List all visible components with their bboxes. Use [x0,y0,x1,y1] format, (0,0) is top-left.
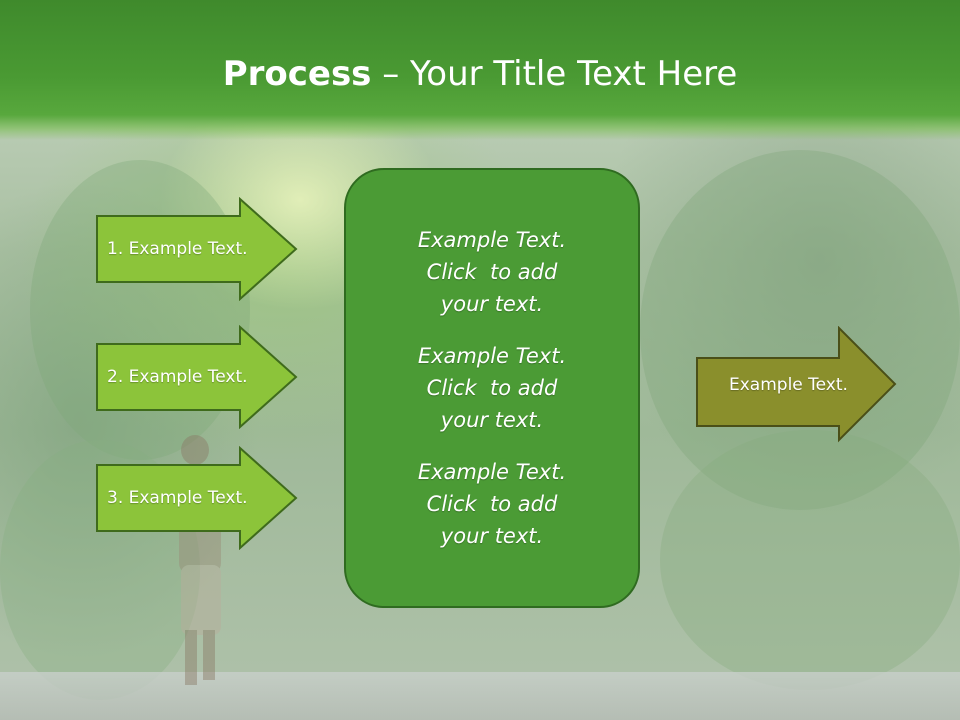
center-line: Example Text. [417,228,567,252]
arrow-shape [96,325,298,429]
center-line: your text. [440,292,544,316]
slide-title: Process – Your Title Text Here [0,52,960,96]
step-arrow-1: 1. Example Text. [95,197,300,301]
center-line: your text. [440,408,544,432]
step-arrow-3: 3. Example Text. [95,446,300,550]
background-foliage [640,150,960,510]
step-label-2: 2. Example Text. [107,367,248,387]
background-foliage [660,430,960,690]
arrow-shape [96,446,298,550]
title-strong: Process [222,54,372,94]
step-arrow-2: 2. Example Text. [95,325,300,429]
center-text-box: Example Text. Click to add your text. Ex… [344,168,640,608]
output-arrow: Example Text. [695,326,899,444]
center-line: Example Text. [417,460,567,484]
title-rest: – Your Title Text Here [371,54,738,94]
center-text-block-2: Example Text. Click to add your text. [418,340,566,436]
center-text-block-3: Example Text. Click to add your text. [418,456,566,552]
center-line: Click to add [426,492,558,516]
arrow-shape [696,326,897,443]
center-line: your text. [440,524,544,548]
step-label-3: 3. Example Text. [107,488,248,508]
header-band [0,0,960,140]
step-label-1: 1. Example Text. [107,239,248,259]
center-line: Click to add [426,260,558,284]
center-line: Example Text. [417,344,567,368]
center-text-block-1: Example Text. Click to add your text. [418,224,566,320]
arrow-shape [96,197,298,301]
output-label: Example Text. [729,375,848,395]
background-path [0,672,960,720]
center-line: Click to add [426,376,558,400]
